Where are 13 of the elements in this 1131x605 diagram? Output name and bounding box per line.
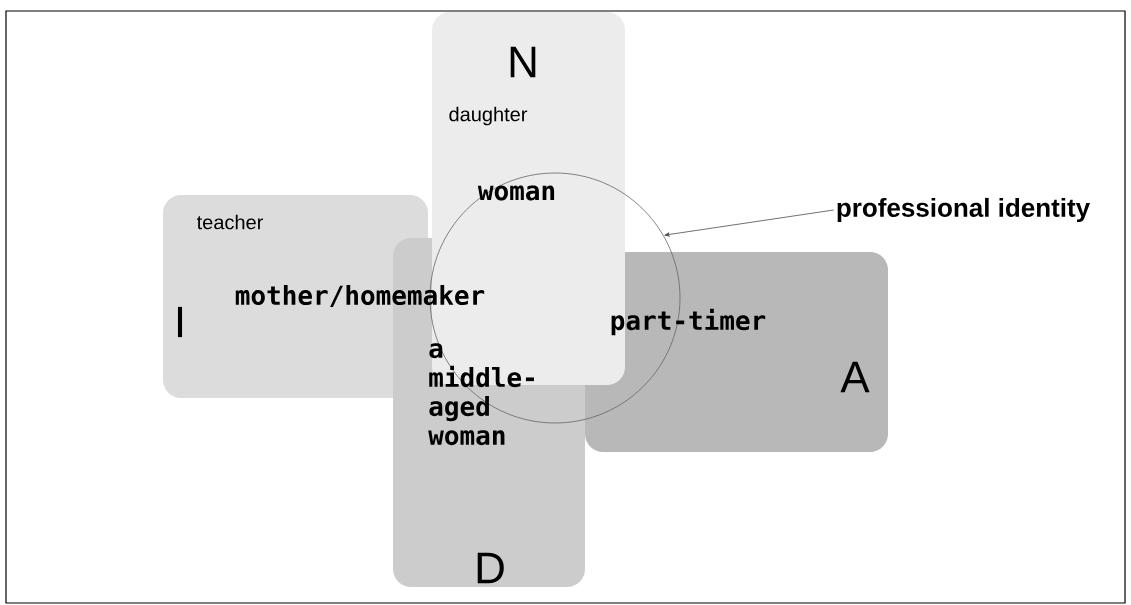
band-letter: D [477, 552, 504, 584]
callout-text: professional identity [837, 197, 1090, 223]
role-label: a middle-aged woman [428, 343, 534, 446]
band-letter: N [510, 46, 536, 78]
arrow [664, 209, 835, 237]
role-label: mother/homemaker [235, 284, 485, 308]
role-label: daughter [449, 106, 528, 126]
band-letter: I [177, 306, 183, 338]
band [585, 252, 888, 452]
role-label: teacher [196, 214, 263, 230]
band-letter: A [840, 361, 870, 393]
role-label: part-timer [611, 308, 766, 336]
role-label: woman [477, 185, 555, 201]
